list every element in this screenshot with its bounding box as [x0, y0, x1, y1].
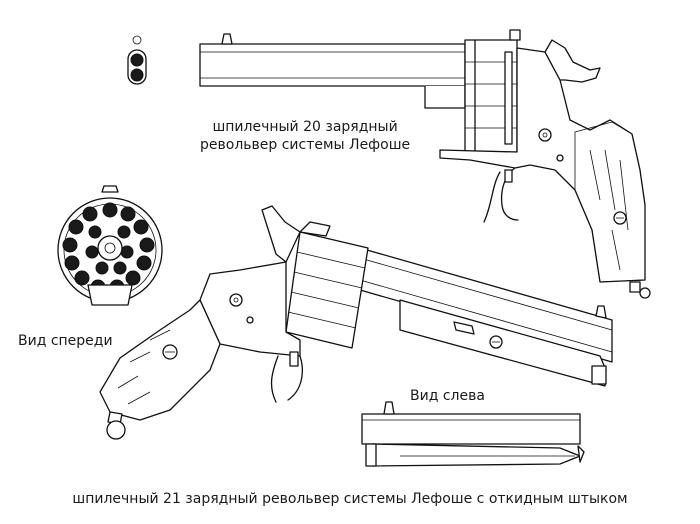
caption-top-line-2: револьвер системы Лефоше	[200, 137, 411, 153]
caption-top-revolver: шпилечный 20 зарядный револьвер системы …	[200, 118, 410, 154]
caption-top-line-1: шпилечный 20 зарядный	[212, 119, 398, 135]
chamber-end-view	[127, 35, 147, 85]
bottom-revolver-drawing	[99, 205, 613, 440]
left-view-drawing	[361, 401, 585, 467]
front-view-drawing	[57, 185, 163, 306]
top-revolver-drawing	[199, 29, 651, 299]
caption-front-view: Вид спереди	[18, 333, 113, 349]
caption-left-view: Вид слева	[410, 388, 485, 404]
caption-bottom-revolver: шпилечный 21 зарядный револьвер системы …	[72, 491, 628, 507]
